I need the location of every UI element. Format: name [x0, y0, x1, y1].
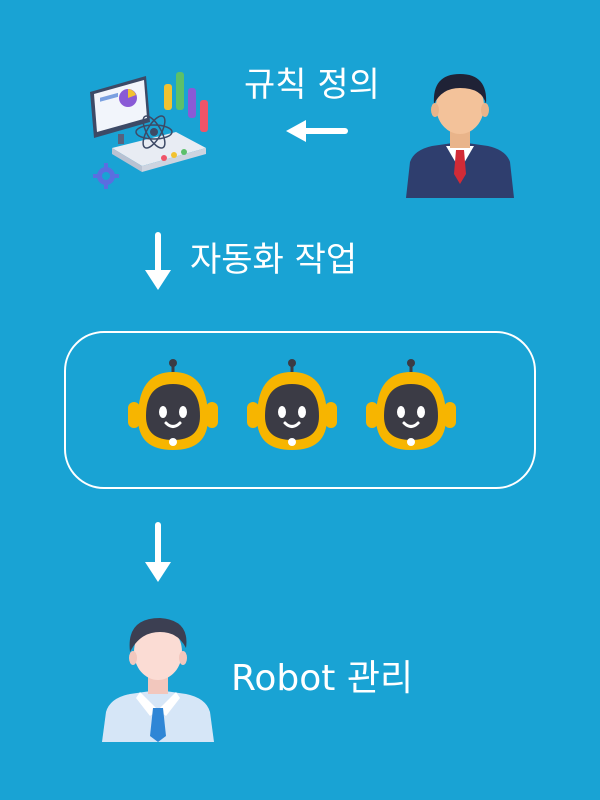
robot-icon	[366, 359, 456, 450]
automation-label: 자동화 작업	[190, 240, 358, 280]
employee-icon	[102, 618, 214, 742]
arrow-left-icon	[286, 120, 348, 142]
analytics-dashboard-icon	[90, 72, 208, 189]
robot-icon	[247, 359, 337, 450]
arrow-down-icon	[145, 232, 171, 290]
robot-management-label: Robot 관리	[231, 658, 414, 699]
define-rules-label: 규칙 정의	[244, 65, 380, 105]
robot-icon	[128, 359, 218, 450]
robot-group-box	[64, 331, 536, 489]
businessman-icon	[406, 74, 514, 198]
arrow-down-icon	[145, 522, 171, 582]
